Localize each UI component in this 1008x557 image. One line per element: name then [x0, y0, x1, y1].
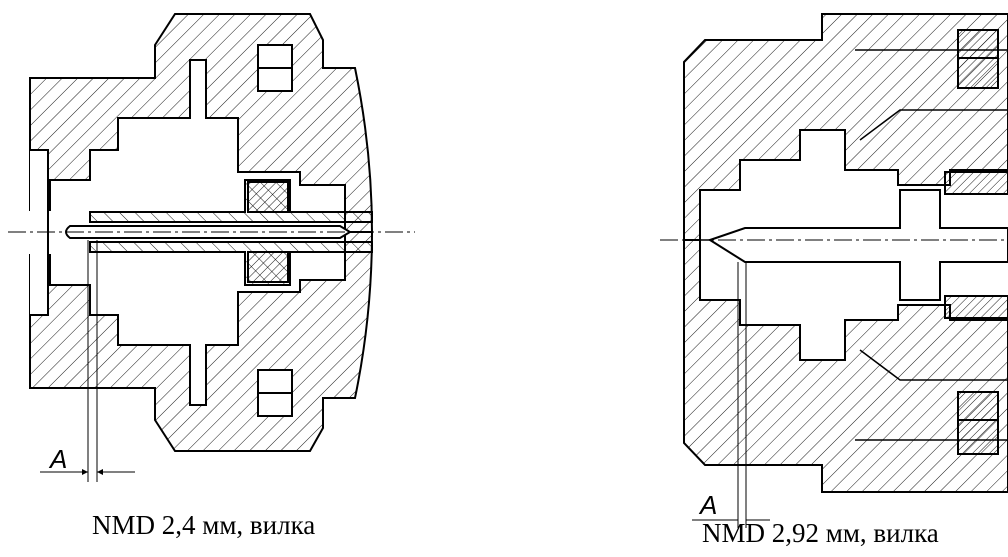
- left-dielectric-lower: [89, 241, 373, 286]
- right-outer-body-lower: [683, 239, 1008, 493]
- right-sleeve-lower: [944, 295, 1008, 319]
- right-center-pin: [707, 189, 1008, 301]
- left-dimension-label: A: [48, 444, 67, 474]
- left-outer-body-lower: [29, 231, 374, 452]
- left-caption: NMD 2,4 мм, вилка: [92, 510, 316, 540]
- right-dimension-label: A: [698, 490, 717, 520]
- left-outer-body-upper: [29, 13, 374, 233]
- left-center-pin: [65, 225, 352, 239]
- right-connector-drawing: [660, 13, 1008, 528]
- right-key-bottom: [957, 391, 999, 455]
- left-support-bead-upper: [247, 181, 289, 213]
- left-dielectric-upper: [89, 179, 373, 223]
- right-sleeve-upper: [944, 171, 1008, 195]
- left-connector-drawing: [8, 13, 415, 482]
- right-inner-body: [855, 49, 1008, 441]
- left-support-bead-lower: [247, 251, 289, 283]
- right-caption: NMD 2,92 мм, вилка: [702, 518, 939, 548]
- right-outer-body-upper: [683, 13, 1008, 241]
